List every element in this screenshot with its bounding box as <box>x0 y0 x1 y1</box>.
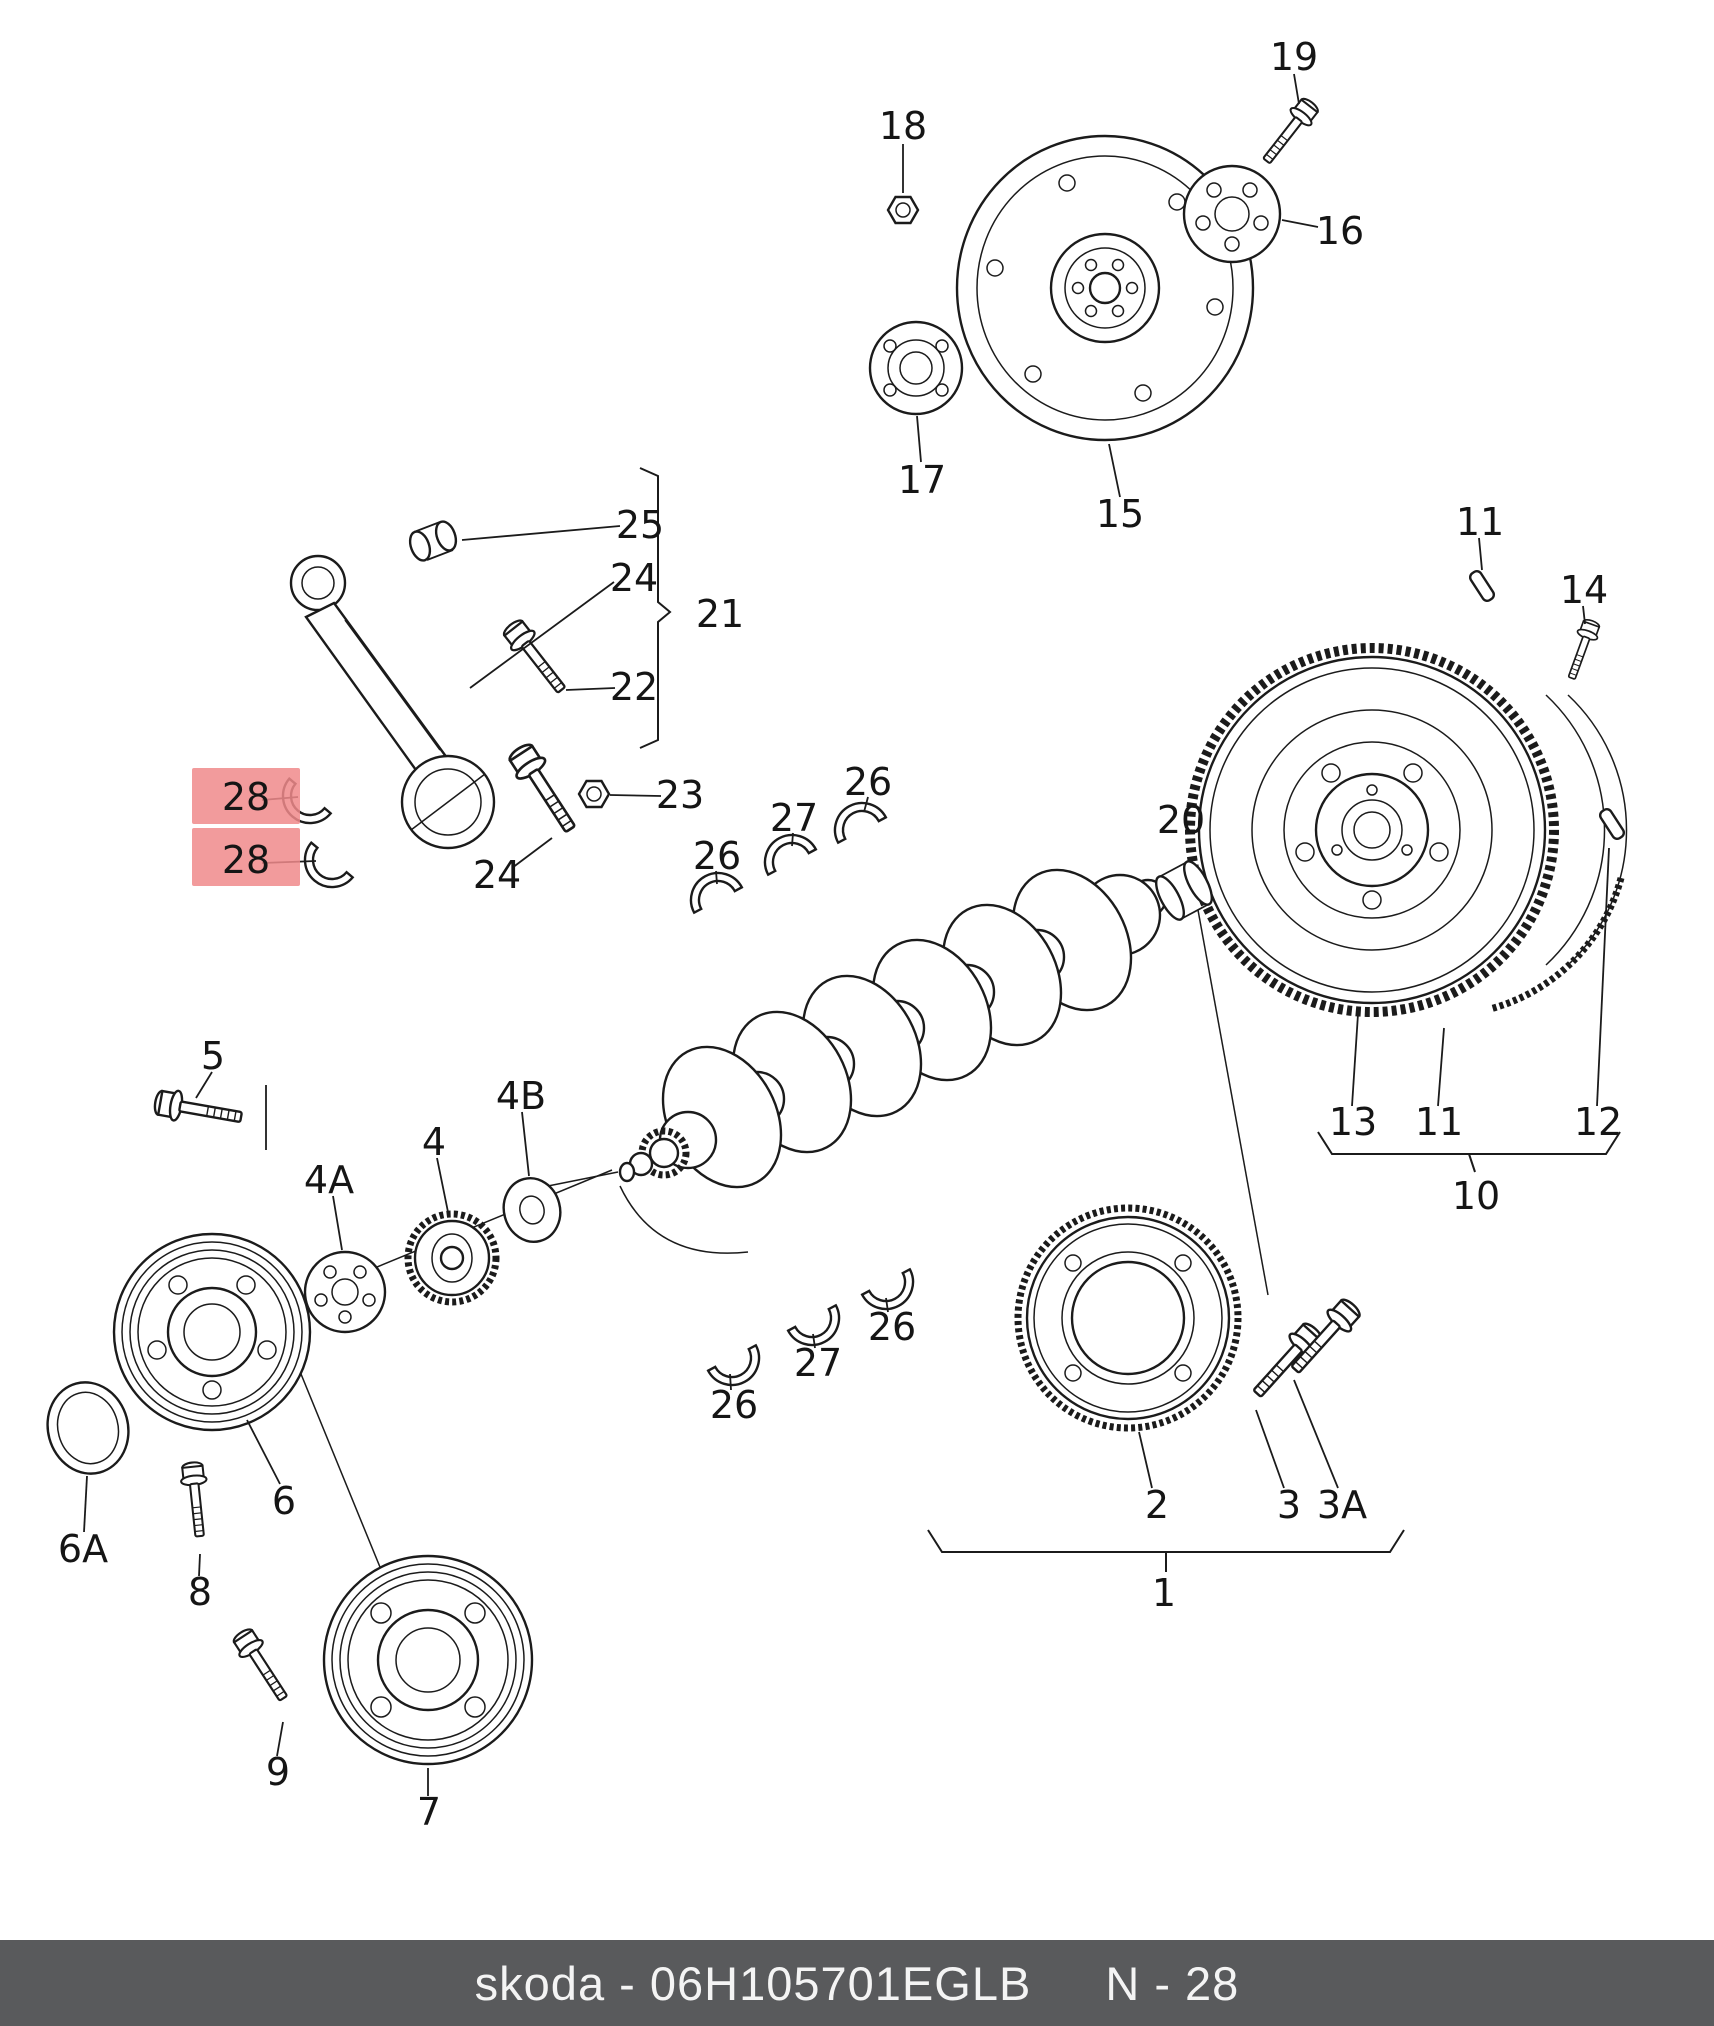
highlight-28-upper <box>192 768 300 824</box>
gear-4-drawing <box>404 1210 500 1306</box>
parts-diagram: 19 18 16 17 15 25 24 21 22 23 28 28 24 2… <box>46 35 1628 1834</box>
part-label-24-top: 24 <box>610 556 658 600</box>
flange-4a-drawing <box>303 1250 387 1334</box>
part-label-11-bottom: 11 <box>1415 1100 1463 1144</box>
part-label-1: 1 <box>1152 1571 1176 1615</box>
part-label-26-upper-2: 26 <box>693 834 741 878</box>
flange-17-drawing <box>868 320 964 416</box>
bolt-8-drawing <box>178 1460 214 1539</box>
part-label-5: 5 <box>201 1034 225 1078</box>
part-label-23: 23 <box>656 773 704 817</box>
callout-labels: 19 18 16 17 15 25 24 21 22 23 28 28 24 2… <box>58 35 1622 1834</box>
bushing-25-drawing <box>408 520 458 562</box>
part-label-26-lower-1: 26 <box>868 1305 916 1349</box>
part-label-16: 16 <box>1316 209 1364 253</box>
pulley-group <box>46 1071 613 1796</box>
bolt-9-drawing <box>228 1624 296 1707</box>
part-label-26-upper-1: 26 <box>844 760 892 804</box>
nut-23-drawing <box>577 779 611 809</box>
part-label-4: 4 <box>422 1120 446 1164</box>
part-label-3: 3 <box>1277 1483 1301 1527</box>
part-label-3a: 3A <box>1317 1483 1367 1527</box>
splined-sleeve-20-drawing <box>1155 860 1213 921</box>
footer-bar: skoda - 06H105701EGLB N - 28 <box>0 1940 1714 2026</box>
part-label-4a: 4A <box>304 1158 354 1202</box>
part-label-22: 22 <box>610 665 658 709</box>
connecting-rod-group <box>261 467 672 900</box>
pin-12-drawing <box>1597 806 1627 842</box>
part-label-4b: 4B <box>496 1074 546 1118</box>
pin-11-drawing <box>1467 568 1497 604</box>
part-label-13: 13 <box>1329 1100 1377 1144</box>
part-label-6: 6 <box>272 1479 296 1523</box>
bolt-14-drawing <box>1560 616 1604 683</box>
ring-gear-group <box>927 909 1405 1572</box>
part-label-2: 2 <box>1145 1483 1169 1527</box>
part-label-24-bottom: 24 <box>473 853 521 897</box>
part-label-8: 8 <box>188 1570 212 1614</box>
part-label-7: 7 <box>417 1790 441 1834</box>
main-bearing-shells <box>680 792 924 1396</box>
flywheel-driveplate-group <box>868 73 1324 498</box>
washer-4b-drawing <box>502 1177 562 1243</box>
part-label-20: 20 <box>1157 798 1205 842</box>
footer-part-number: skoda - 06H105701EGLB <box>474 1956 1032 2010</box>
bolt-3-drawing <box>1244 1317 1328 1405</box>
highlight-28-lower <box>192 828 300 886</box>
part-label-12: 12 <box>1574 1100 1622 1144</box>
seal-ring-6a-drawing <box>46 1381 130 1475</box>
crankshaft-drawing <box>547 860 1213 1254</box>
part-label-10: 10 <box>1452 1174 1500 1218</box>
part-label-14: 14 <box>1560 568 1608 612</box>
pulley-6-drawing <box>112 1232 312 1432</box>
bolt-19-drawing <box>1255 93 1324 170</box>
part-label-27-upper: 27 <box>770 796 818 840</box>
flange-16-drawing <box>1182 164 1282 264</box>
dual-mass-flywheel-group <box>1185 537 1628 1173</box>
part-label-25: 25 <box>616 503 664 547</box>
rod-bearing-shell-28-lower <box>292 841 354 900</box>
part-label-21: 21 <box>696 592 744 636</box>
part-label-28-lower-highlighted: 28 <box>222 838 270 882</box>
part-label-9: 9 <box>266 1750 290 1794</box>
part-label-28-upper-highlighted: 28 <box>222 775 270 819</box>
part-label-19: 19 <box>1270 35 1318 79</box>
part-label-27-lower: 27 <box>794 1341 842 1385</box>
pulley-7-drawing <box>322 1554 534 1766</box>
part-label-17: 17 <box>898 458 946 502</box>
nut-18-drawing <box>886 195 920 225</box>
part-label-18: 18 <box>879 104 927 148</box>
bolt-24-drawing <box>503 738 586 840</box>
part-label-11-top: 11 <box>1456 500 1504 544</box>
part-label-26-lower-2: 26 <box>710 1383 758 1427</box>
footer-page-reference: N - 28 <box>1105 1956 1240 2010</box>
part-label-6a: 6A <box>58 1527 108 1571</box>
part-label-15: 15 <box>1096 492 1144 536</box>
